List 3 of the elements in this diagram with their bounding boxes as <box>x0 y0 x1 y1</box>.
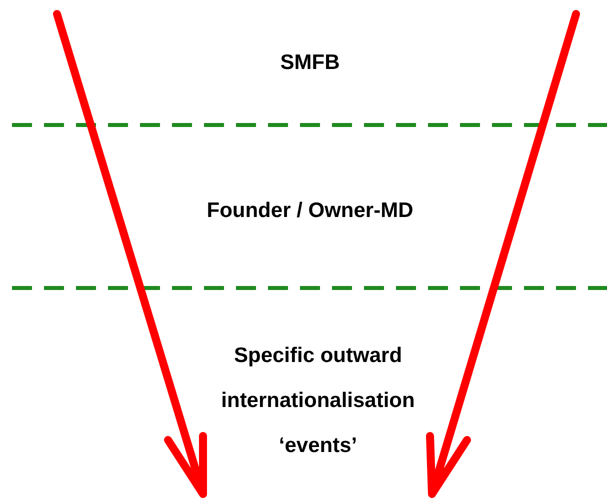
band-label: SMFB <box>279 50 341 76</box>
band-label: Specific outward internationalisation ‘events’ <box>220 343 416 459</box>
band-label: Founder / Owner-MD <box>206 198 414 224</box>
